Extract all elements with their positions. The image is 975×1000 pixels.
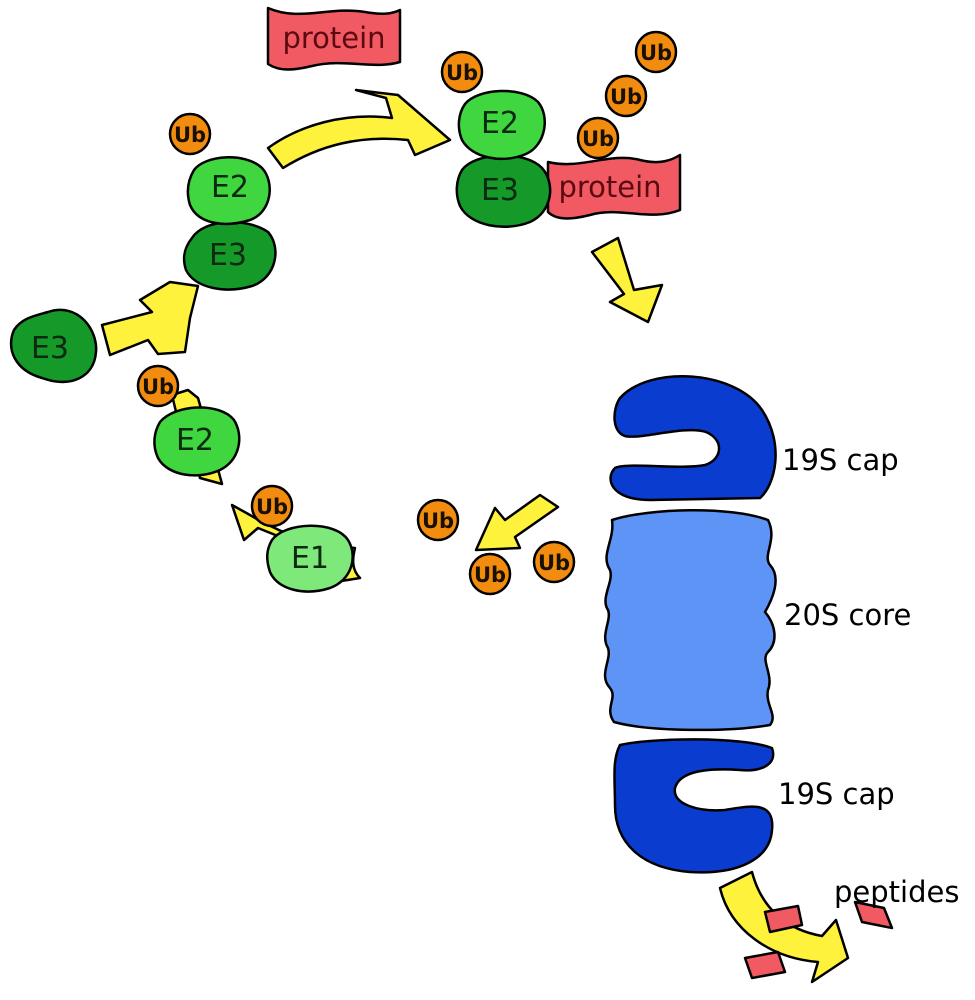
ub-free-2: Ub <box>468 552 512 596</box>
protein-top-label: protein <box>282 21 385 55</box>
e1 <box>266 524 354 593</box>
arrow-e3-to-complex <box>100 280 200 357</box>
e1-label: E1 <box>291 541 329 576</box>
protein-complex <box>546 153 682 220</box>
e3-free <box>9 308 98 383</box>
ub-on-e1: Ub <box>250 484 294 528</box>
svg-text:Ub: Ub <box>610 85 642 109</box>
e3-right-complex-label: E3 <box>481 173 519 208</box>
e2-charged-label: E2 <box>176 423 214 458</box>
svg-text:Ub: Ub <box>142 375 174 399</box>
ub-chain-1: Ub <box>634 30 678 74</box>
arrow-ub-recycle <box>474 493 560 552</box>
e2-left-complex-label: E2 <box>211 170 249 205</box>
svg-text:Ub: Ub <box>582 127 614 151</box>
19s-cap-bottom-label: 19S cap <box>778 777 895 811</box>
svg-text:Ub: Ub <box>474 563 506 587</box>
ub-left-complex: Ub <box>168 112 212 156</box>
svg-text:Ub: Ub <box>446 61 478 85</box>
svg-text:Ub: Ub <box>256 495 288 519</box>
peptide-1 <box>763 904 804 934</box>
e3-left-complex-label: E3 <box>209 238 247 273</box>
svg-text:Ub: Ub <box>174 123 206 147</box>
ub-free-3: Ub <box>532 540 576 584</box>
19s-cap-top <box>609 375 777 502</box>
e2-left-complex <box>186 156 271 226</box>
e2-charged <box>153 406 241 477</box>
protein-complex-label: protein <box>558 170 661 204</box>
protein-top <box>266 6 402 71</box>
ub-on-e2: Ub <box>136 364 180 408</box>
peptide-2 <box>853 900 894 930</box>
peptides-label: peptides <box>834 875 959 909</box>
arrow-to-protein-complex <box>266 88 452 170</box>
svg-text:Ub: Ub <box>422 509 454 533</box>
ub-chain-3: Ub <box>576 116 620 160</box>
e2-right-complex-label: E2 <box>481 106 519 141</box>
20s-core <box>603 509 777 732</box>
peptide-3 <box>743 950 787 980</box>
arrow-to-proteasome <box>590 236 664 324</box>
ub-top-complex: Ub <box>440 50 484 94</box>
svg-text:Ub: Ub <box>640 41 672 65</box>
20s-core-label: 20S core <box>784 598 911 632</box>
ub-free-1: Ub <box>416 498 460 542</box>
e2-right-complex <box>457 89 546 161</box>
19s-cap-top-label: 19S cap <box>782 443 899 477</box>
svg-text:Ub: Ub <box>538 551 570 575</box>
ub-chain-2: Ub <box>604 74 648 118</box>
e3-free-label: E3 <box>31 331 69 366</box>
19s-cap-bottom <box>613 738 775 874</box>
